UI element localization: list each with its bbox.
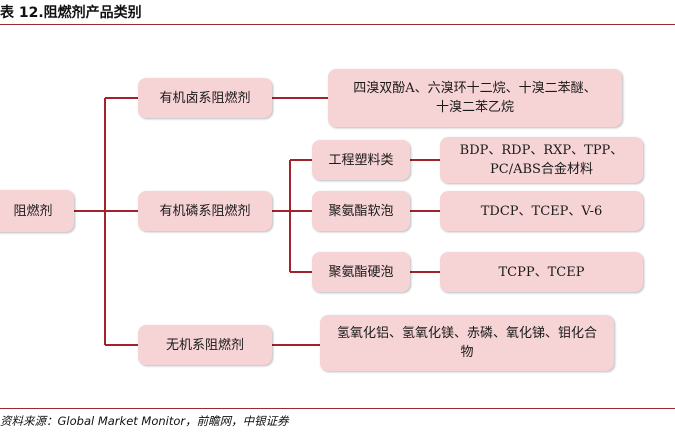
source-note: 资料来源：Global Market Monitor，前瞻网，中银证券 bbox=[0, 414, 289, 428]
rigid-foam-node: 聚氨酯硬泡 bbox=[312, 252, 410, 292]
organic-halogen-node: 有机卤系阻燃剂 bbox=[138, 78, 272, 118]
organic-halogen-products: 四溴双酚A、六溴环十二烷、十溴二苯醚、十溴二苯乙烷 bbox=[328, 69, 622, 127]
rigid-foam-products: TCPP、TCEP bbox=[440, 252, 643, 292]
organic-phosphorus-node: 有机磷系阻燃剂 bbox=[138, 191, 272, 231]
soft-foam-node: 聚氨酯软泡 bbox=[312, 191, 410, 231]
engineering-plastics-node: 工程塑料类 bbox=[312, 140, 410, 180]
soft-foam-products: TDCP、TCEP、V-6 bbox=[440, 191, 643, 231]
figure-title: 表 12.阻燃剂产品类别 bbox=[0, 5, 142, 21]
top-rule bbox=[0, 24, 675, 25]
inorganic-node: 无机系阻燃剂 bbox=[138, 325, 272, 365]
engineering-plastics-products: BDP、RDP、RXP、TPP、PC/ABS合金材料 bbox=[440, 137, 643, 183]
bottom-rule bbox=[0, 408, 675, 409]
inorganic-products: 氢氧化铝、氢氧化镁、赤磷、氧化锑、钼化合物 bbox=[320, 315, 614, 371]
root-node: 阻燃剂 bbox=[0, 190, 74, 232]
